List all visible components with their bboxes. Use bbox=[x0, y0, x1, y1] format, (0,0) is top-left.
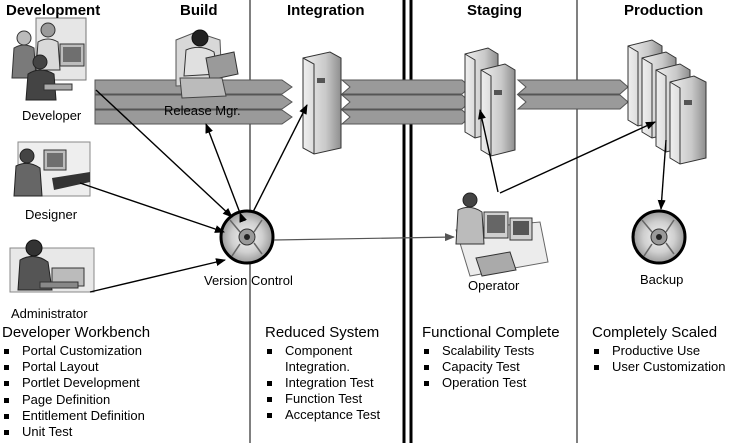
administrator-label: Administrator bbox=[11, 306, 88, 321]
version-control-disc-icon bbox=[219, 209, 275, 265]
reduced-system-list: Component Integration. Integration Test … bbox=[265, 343, 385, 424]
list-item: Component Integration. bbox=[265, 343, 385, 375]
list-item: Productive Use bbox=[592, 343, 725, 359]
workbench-list: Portal Customization Portal Layout Portl… bbox=[2, 343, 145, 440]
version-control-label: Version Control bbox=[204, 273, 293, 288]
backup-disc-icon bbox=[631, 209, 687, 265]
designer-label: Designer bbox=[25, 207, 78, 222]
backup-label: Backup bbox=[640, 272, 684, 287]
completely-scaled-list: Productive Use User Customization bbox=[592, 343, 725, 375]
list-item: Integration Test bbox=[265, 375, 385, 391]
functional-complete-list: Scalability Tests Capacity Test Operatio… bbox=[422, 343, 534, 392]
list-item: Acceptance Test bbox=[265, 407, 385, 423]
reduced-system-title: Reduced System bbox=[265, 324, 380, 341]
integration-server-icon bbox=[302, 51, 342, 155]
list-item: Portal Customization bbox=[2, 343, 145, 359]
developer-person-icon bbox=[11, 17, 87, 101]
operator-label: Operator bbox=[468, 278, 520, 293]
operator-person-icon bbox=[455, 192, 549, 277]
list-item: Capacity Test bbox=[422, 359, 534, 375]
list-item: Portlet Development bbox=[2, 375, 145, 391]
phase-header-development: Development bbox=[6, 2, 101, 19]
production-server-icon bbox=[627, 39, 707, 165]
developer-label: Developer bbox=[22, 108, 82, 123]
release-manager-person-icon bbox=[175, 29, 239, 99]
administrator-person-icon bbox=[9, 239, 95, 293]
list-item: Unit Test bbox=[2, 424, 145, 440]
list-item: User Customization bbox=[592, 359, 725, 375]
list-item: Portal Layout bbox=[2, 359, 145, 375]
pipeline-arrows bbox=[94, 79, 629, 125]
designer-person-icon bbox=[13, 141, 91, 197]
flow-arrows bbox=[79, 89, 667, 293]
list-item: Operation Test bbox=[422, 375, 534, 391]
list-item: Entitlement Definition bbox=[2, 408, 145, 424]
functional-complete-title: Functional Complete bbox=[422, 324, 560, 341]
completely-scaled-title: Completely Scaled bbox=[592, 324, 718, 341]
phase-header-build: Build bbox=[180, 2, 218, 19]
staging-server-icon bbox=[464, 47, 516, 157]
list-item: Scalability Tests bbox=[422, 343, 534, 359]
phase-header-production: Production bbox=[624, 2, 704, 19]
phase-header-integration: Integration bbox=[287, 2, 365, 19]
workbench-title: Developer Workbench bbox=[2, 324, 151, 341]
phase-header-staging: Staging bbox=[467, 2, 522, 19]
list-item: Page Definition bbox=[2, 392, 145, 408]
release-manager-label: Release Mgr. bbox=[164, 103, 241, 118]
list-item: Function Test bbox=[265, 391, 385, 407]
list-item-label: Component Integration. bbox=[285, 343, 353, 374]
